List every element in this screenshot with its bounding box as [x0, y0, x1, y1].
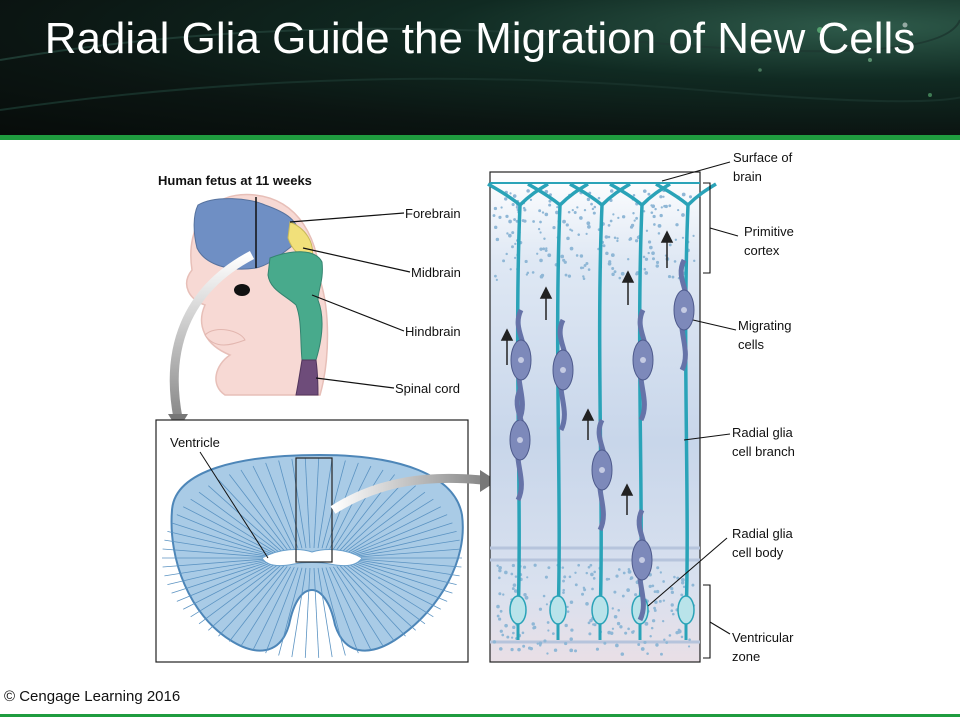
label-hindbrain: Hindbrain: [405, 324, 461, 339]
label-midbrain: Midbrain: [411, 265, 461, 280]
radial-glia-cell-body: [549, 595, 567, 625]
fetus-illustration: [186, 193, 329, 396]
fetus-leader-lines: [289, 212, 411, 389]
footer-divider: [0, 714, 960, 717]
zoom-arrow: [330, 473, 483, 514]
label-surface-2: brain: [733, 169, 762, 184]
label-spinal-cord: Spinal cord: [395, 381, 460, 396]
brain-cross-section: [162, 453, 464, 658]
cortex-panel: [487, 171, 717, 663]
radial-glia-fiber: [527, 182, 589, 621]
radial-glia-cell-body: [677, 595, 695, 625]
curved-arrow-to-section: [169, 251, 255, 419]
label-ventricular-1: Ventricular: [732, 630, 794, 645]
label-body-1: Radial glia: [732, 526, 793, 541]
label-branch-2: cell branch: [732, 444, 795, 459]
label-surface-1: Surface of: [733, 150, 793, 165]
label-ventricular-2: zone: [732, 649, 760, 664]
ventricle-leader: [199, 451, 269, 559]
radial-glia-cell-body: [509, 595, 527, 625]
label-primitive-2: cortex: [744, 243, 780, 258]
label-migrating-2: cells: [738, 337, 765, 352]
label-primitive-1: Primitive: [744, 224, 794, 239]
label-forebrain: Forebrain: [405, 206, 461, 221]
zoom-region-box: [295, 457, 333, 563]
copyright-notice: © Cengage Learning 2016: [4, 688, 181, 705]
label-body-2: cell body: [732, 545, 784, 560]
radial-glia-fiber: [569, 182, 631, 621]
radial-glia-cell-body: [591, 595, 609, 625]
slide-title: Radial Glia Guide the Migration of New C…: [44, 14, 916, 63]
header-decoration: [0, 19, 960, 111]
label-branch-1: Radial glia: [732, 425, 793, 440]
slide-header: Radial Glia Guide the Migration of New C…: [0, 0, 960, 135]
label-ventricle: Ventricle: [170, 435, 220, 450]
label-migrating-1: Migrating: [738, 318, 791, 333]
header-divider: [0, 135, 960, 140]
fetus-caption: Human fetus at 11 weeks: [158, 173, 312, 188]
cortex-leader-lines: [647, 161, 739, 659]
